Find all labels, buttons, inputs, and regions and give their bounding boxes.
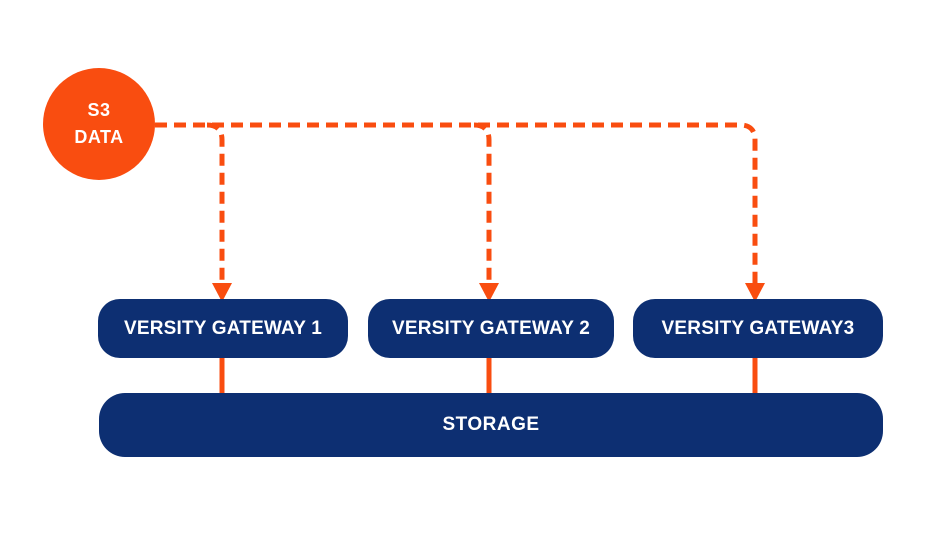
dashed-connector-s3-to-gateway-2 [473, 122, 492, 283]
versity-gateway-2-label: VERSITY GATEWAY 2 [391, 317, 591, 339]
versity-gateway-3-label: VERSITY GATEWAY3 [661, 317, 855, 339]
versity-gateway-1-node: VERSITY GATEWAY 1 [98, 299, 348, 358]
versity-gateway-3-node: VERSITY GATEWAY3 [633, 299, 883, 358]
versity-gateway-1-label: VERSITY GATEWAY 1 [123, 317, 323, 339]
s3-data-label-line2: DATA [74, 127, 124, 147]
s3-data-node: S3 DATA [43, 68, 155, 180]
s3-data-label-line1: S3 [87, 100, 111, 120]
dashed-connector-s3-to-gateway-3 [155, 122, 758, 283]
storage-node: STORAGE [99, 393, 883, 457]
versity-gateway-2-node: VERSITY GATEWAY 2 [368, 299, 614, 358]
dashed-connector-s3-to-gateway-1 [206, 122, 225, 283]
storage-label: STORAGE [442, 414, 540, 435]
